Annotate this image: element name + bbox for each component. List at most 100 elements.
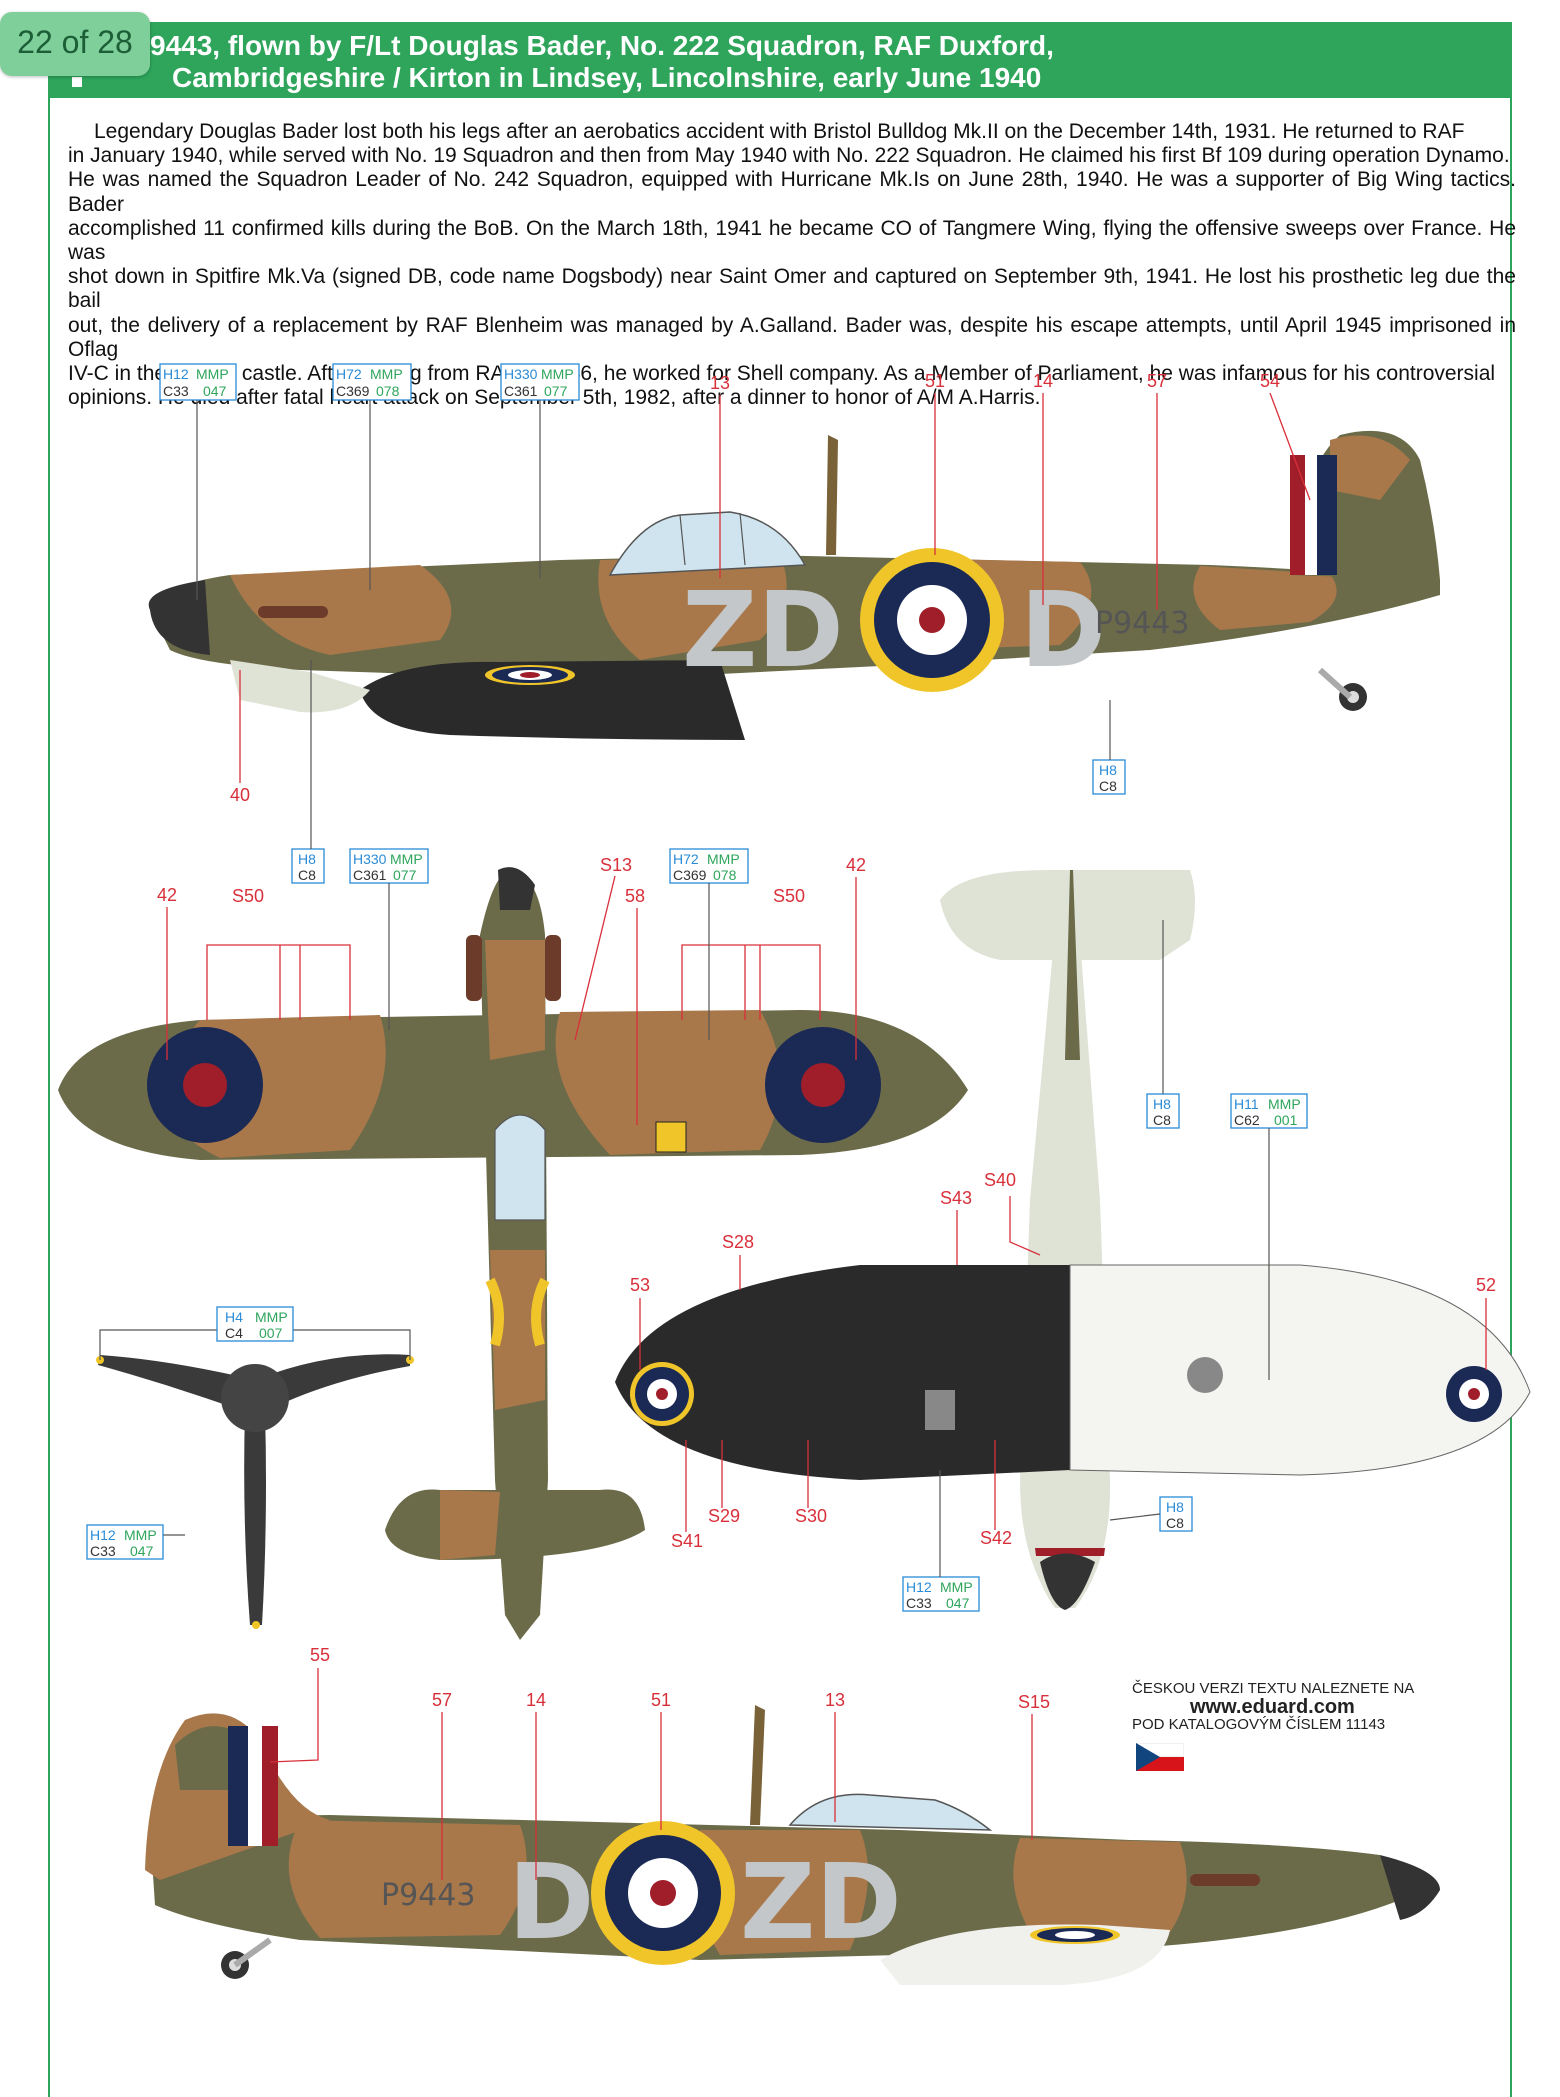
side-profile-right: D ZD P9443 [145,1705,1440,1985]
svg-text:077: 077 [393,867,417,883]
svg-text:047: 047 [946,1595,970,1611]
callout-s41: S41 [671,1531,703,1551]
callout-52: 52 [1476,1275,1496,1295]
svg-text:H8: H8 [1099,762,1117,778]
color-box-under-h8: H8 C8 [1146,920,1180,1129]
svg-text:H12: H12 [163,366,189,382]
serial-number-right: P9443 [381,1878,475,1913]
svg-text:H12: H12 [906,1579,932,1595]
color-box-prop-h12: H12 MMP C33 047 [86,1524,164,1560]
svg-text:H8: H8 [298,851,316,867]
svg-text:047: 047 [130,1543,154,1559]
title-bar: 9443, flown by F/Lt Douglas Bader, No. 2… [50,22,1510,98]
svg-text:C8: C8 [298,867,316,883]
fuselage-code-right-side-zd: ZD [740,1841,902,1963]
fuselage-code-right: D [1020,569,1106,691]
aircraft-description: Legendary Douglas Bader lost both his le… [68,120,1516,410]
page-frame [48,22,1512,2097]
svg-text:C369: C369 [336,383,370,399]
bottom-profile-callouts: 55 57 14 51 13 S15 [269,1645,1050,1880]
description-line: He was named the Squadron Leader of No. … [68,168,1516,216]
description-line: out, the delivery of a replacement by RA… [68,313,1516,361]
svg-text:H8: H8 [1153,1096,1171,1112]
svg-text:001: 001 [1274,1112,1298,1128]
fuselage-code-left: ZD [682,569,844,691]
svg-text:C62: C62 [1234,1112,1260,1128]
callout-s50-left: S50 [232,886,264,906]
title-line-2: Cambridgeshire / Kirton in Lindsey, Linc… [172,62,1042,93]
svg-text:C8: C8 [1166,1515,1184,1531]
callout-14-bottom: 14 [526,1690,546,1710]
svg-text:C8: C8 [1153,1112,1171,1128]
description-line: IV-C in the Colditz castle. After retiri… [68,362,1496,386]
callout-s15: S15 [1018,1692,1050,1712]
color-box-plan-h72: H72 MMP C369 078 [669,848,749,1040]
plan-view-callouts: 42 S50 S13 58 S50 42 [157,855,866,1125]
svg-text:078: 078 [713,867,737,883]
svg-text:MMP: MMP [707,851,740,867]
svg-text:007: 007 [259,1325,283,1341]
propeller-view [96,1325,414,1629]
callout-s43: S43 [940,1188,972,1208]
svg-text:MMP: MMP [541,366,574,382]
svg-text:H72: H72 [336,366,362,382]
title-line-1: 9443, flown by F/Lt Douglas Bader, No. 2… [150,30,1054,61]
svg-text:H72: H72 [673,851,699,867]
callout-51-bottom: 51 [651,1690,671,1710]
callout-s40: S40 [984,1170,1016,1190]
callout-s50-right: S50 [773,886,805,906]
callout-51: 51 [925,371,945,391]
callout-s29: S29 [708,1506,740,1526]
svg-text:H330: H330 [353,851,387,867]
serial-number: P9443 [1095,606,1189,641]
svg-text:MMP: MMP [1268,1096,1301,1112]
svg-text:C361: C361 [504,383,538,399]
callout-54: 54 [1260,371,1280,391]
eduard-url[interactable]: www.eduard.com [1190,1696,1355,1718]
svg-text:H330: H330 [504,366,538,382]
svg-text:C33: C33 [163,383,189,399]
svg-text:MMP: MMP [196,366,229,382]
callout-13: 13 [710,373,730,393]
callout-s30: S30 [795,1506,827,1526]
underside-view [615,870,1531,1610]
color-box-under-h11: H11 MMP C62 001 [1230,1093,1308,1380]
color-box-top-3: H330 MMP C361 077 [500,363,580,578]
svg-text:H8: H8 [1166,1499,1184,1515]
svg-text:C8: C8 [1099,778,1117,794]
svg-text:H12: H12 [90,1527,116,1543]
side-profile-left: ZD D P9443 [148,430,1440,740]
color-box-prop-h4: H4 MMP C4 007 [216,1306,294,1342]
callout-57: 57 [1147,371,1167,391]
description-line: in January 1940, while served with No. 1… [68,144,1510,168]
callout-13-bottom: 13 [825,1690,845,1710]
czech-note-line3: POD KATALOGOVÝM ČÍSLEM 11143 [1132,1716,1386,1733]
color-box-side-h8: H8 C8 [1092,700,1126,795]
callout-42-left: 42 [157,885,177,905]
svg-text:077: 077 [544,383,568,399]
top-profile-callouts: 13 51 14 57 54 40 [230,371,1311,805]
czech-note-line1: ČESKOU VERZI TEXTU NALEZNETE NA [1132,1680,1415,1697]
color-box-under-h8-b: H8 C8 [1109,1496,1193,1532]
underside-callouts: S40 S43 S28 53 52 S29 S30 S41 S42 [630,1170,1496,1551]
callout-s28: S28 [722,1232,754,1252]
svg-text:078: 078 [376,383,400,399]
fuselage-code-right-side-d: D [508,1841,594,1963]
callout-58: 58 [625,886,645,906]
svg-text:C361: C361 [353,867,387,883]
page-counter-badge[interactable]: 22 of 28 [0,12,150,76]
description-line: Legendary Douglas Bader lost both his le… [94,120,1465,143]
svg-text:MMP: MMP [370,366,403,382]
callout-42-right: 42 [846,855,866,875]
callout-57-bottom: 57 [432,1690,452,1710]
svg-text:MMP: MMP [124,1527,157,1543]
callout-53: 53 [630,1275,650,1295]
callout-s42: S42 [980,1528,1012,1548]
svg-text:MMP: MMP [940,1579,973,1595]
svg-text:C33: C33 [906,1595,932,1611]
description-line: accomplished 11 confirmed kills during t… [68,216,1516,265]
svg-text:C4: C4 [225,1325,243,1341]
svg-text:MMP: MMP [390,851,423,867]
callout-s13: S13 [600,855,632,875]
